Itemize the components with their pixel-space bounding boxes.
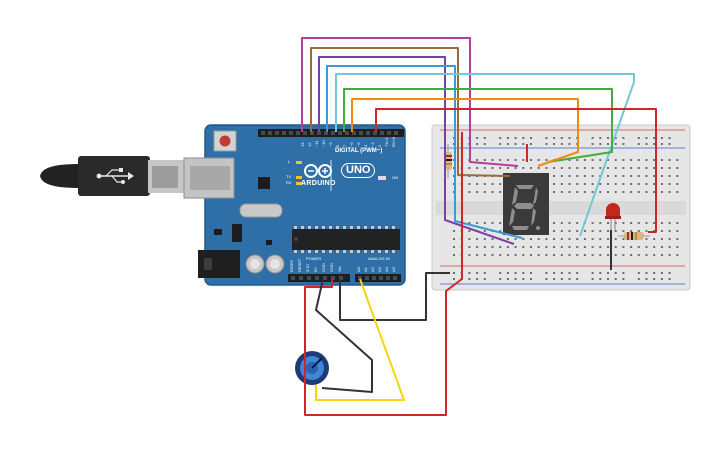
usb-icon [96, 168, 134, 184]
analog-header [355, 274, 401, 282]
digit-segments [509, 185, 540, 230]
wire-yellow-a0 [315, 278, 405, 401]
capacitor-left [245, 254, 265, 274]
microcontroller-chip [292, 226, 400, 253]
wire-red-5v [304, 132, 463, 416]
wire-blue [326, 65, 523, 239]
wires[interactable] [301, 37, 657, 416]
wire-black-gnd [339, 272, 450, 321]
seven-segment-display[interactable] [503, 173, 549, 235]
wire-green [343, 88, 613, 163]
wire-magenta [301, 37, 519, 167]
red-led[interactable] [605, 203, 621, 230]
arduino-board[interactable] [183, 124, 406, 286]
capacitor-right [265, 254, 285, 274]
wire-cyan [335, 73, 635, 237]
crystal [239, 203, 283, 218]
wire-orange [351, 98, 579, 167]
wire-red-top [375, 108, 657, 233]
wire-purple [318, 56, 515, 245]
usb-cable[interactable] [40, 156, 184, 196]
wire-black-pot [315, 278, 373, 393]
wire-brown [310, 47, 511, 177]
potentiometer[interactable] [295, 351, 329, 385]
resistor-led[interactable] [618, 232, 650, 240]
reset-button[interactable] [213, 130, 237, 152]
